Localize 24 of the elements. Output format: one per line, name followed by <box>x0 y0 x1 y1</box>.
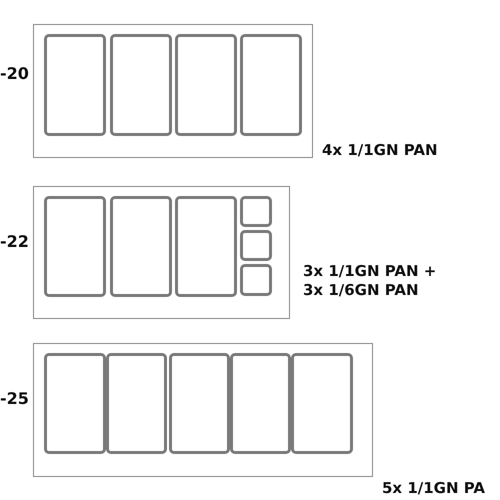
pan-configuration-label: 4x 1/1GN PAN <box>322 141 439 160</box>
pan-outline <box>240 230 272 261</box>
pan-outline <box>44 34 106 136</box>
pan-outline <box>175 34 237 136</box>
tray-outline <box>33 186 290 319</box>
pan-outline <box>175 196 237 297</box>
tray-outline <box>33 343 373 477</box>
model-label: -20 <box>0 64 26 83</box>
pan-outline <box>291 353 353 454</box>
pan-outline <box>169 353 230 454</box>
pan-outline <box>44 196 106 297</box>
pan-configuration-label: 5x 1/1GN PA <box>382 479 486 498</box>
pan-outline <box>110 34 172 136</box>
pan-configuration-label: 3x 1/1GN PAN + 3x 1/6GN PAN <box>303 262 438 300</box>
pan-outline <box>240 34 302 136</box>
pan-outline <box>110 196 172 297</box>
pan-outline <box>44 353 106 454</box>
model-label: -25 <box>0 389 26 408</box>
model-label: -22 <box>0 232 26 251</box>
pan-outline <box>240 264 272 296</box>
pan-outline <box>230 353 291 454</box>
pan-outline <box>240 196 272 227</box>
pan-outline <box>106 353 167 454</box>
tray-outline <box>33 24 313 158</box>
